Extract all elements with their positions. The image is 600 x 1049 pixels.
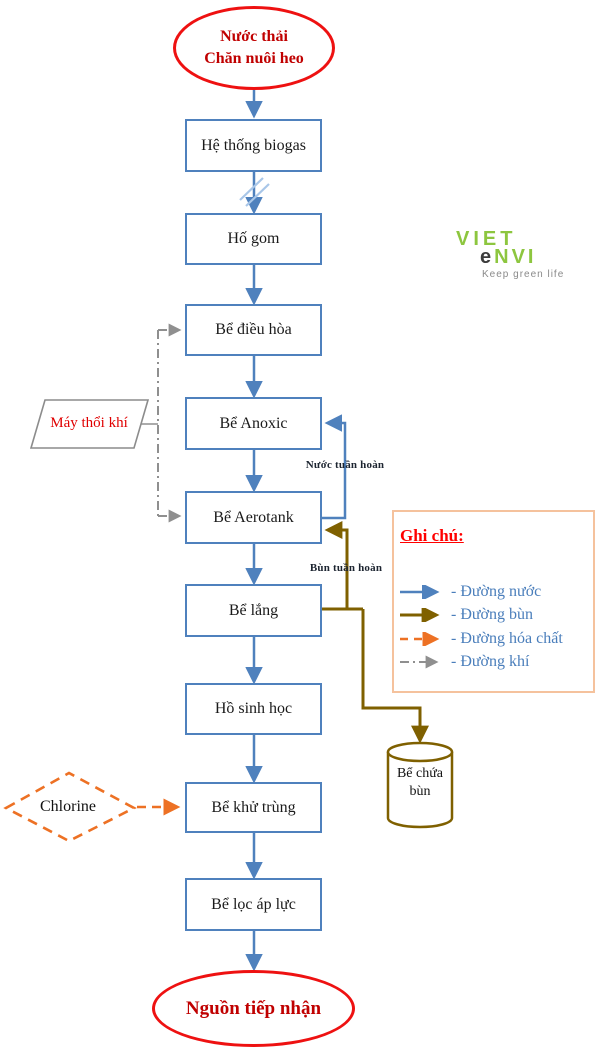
blower-shape [29,399,150,449]
sink-label: Nguồn tiếp nhận [185,997,322,1019]
node-be-anoxic: Bể Anoxic [185,397,322,450]
water-recirc-line [322,414,347,520]
sludge-tank-line2: bùn [409,784,431,800]
sludge-line-sample [400,608,440,623]
chlorine-diamond-shape [3,771,137,843]
sludge-tank-shape [386,741,454,829]
node-he-thong-biogas: Hệ thống biogas [185,119,322,172]
node-be-khu-trung: Bể khử trùng [185,782,322,833]
sludge-recirc-line [324,521,349,609]
sludge-recirc-label: Bùn tuần hoàn [309,562,383,574]
sludge-tank-label: Bể chứa bùn [388,765,452,801]
source-line1: Nước thải [220,28,288,46]
legend-title: Ghi chú: [400,526,464,545]
node-ho-gom: Hố gom [185,213,322,265]
legend-box: Ghi chú: - Đường nước - Đường bùn - Đườn… [392,510,595,693]
chlorine-label: Chlorine [40,798,96,815]
logo-line2: eNVI [480,247,564,267]
legend-label-sludge: - Đường bùn [451,606,534,624]
sludge-tank-line1: Bể chứa [396,766,444,781]
node-sink: Nguồn tiếp nhận [152,970,355,1047]
vietenvi-logo: VIET eNVI Keep green life [456,229,564,280]
legend-item-air: - Đường khí [398,651,593,675]
node-ho-sinh-hoc: Hồ sinh học [185,683,322,735]
source-line2: Chăn nuôi heo [204,50,304,67]
legend-rows: - Đường nước - Đường bùn - Đường hóa chấ… [394,580,593,674]
water-recirc-label: Nước tuần hoàn [305,459,385,471]
node-be-dieu-hoa: Bể điều hòa [185,304,322,356]
node-be-lang: Bể lắng [185,584,322,637]
logo-line1: VIET [456,228,517,250]
chemical-line-sample [400,631,440,646]
legend-label-water: - Đường nước [451,582,542,600]
logo-nvi: NVI [494,246,537,268]
legend-item-water: - Đường nước [398,580,593,604]
node-source: Nước thải Chăn nuôi heo [173,6,335,90]
node-be-loc-ap-luc: Bể lọc áp lực [185,878,322,931]
blower-label: Máy thổi khí [50,415,128,431]
legend-label-air: - Đường khí [451,653,530,671]
legend-label-chemical: - Đường hóa chất [451,629,563,647]
legend-item-sludge: - Đường bùn [398,604,593,628]
pipe-break-marks [239,177,270,207]
legend-item-chemical: - Đường hóa chất [398,627,593,651]
sludge-to-tank-line [361,609,429,744]
air-line-sample [400,655,439,669]
node-be-aerotank: Bể Aerotank [185,491,322,544]
logo-tagline: Keep green life [482,269,565,280]
logo-e: e [480,246,495,268]
water-line-sample [400,584,440,599]
